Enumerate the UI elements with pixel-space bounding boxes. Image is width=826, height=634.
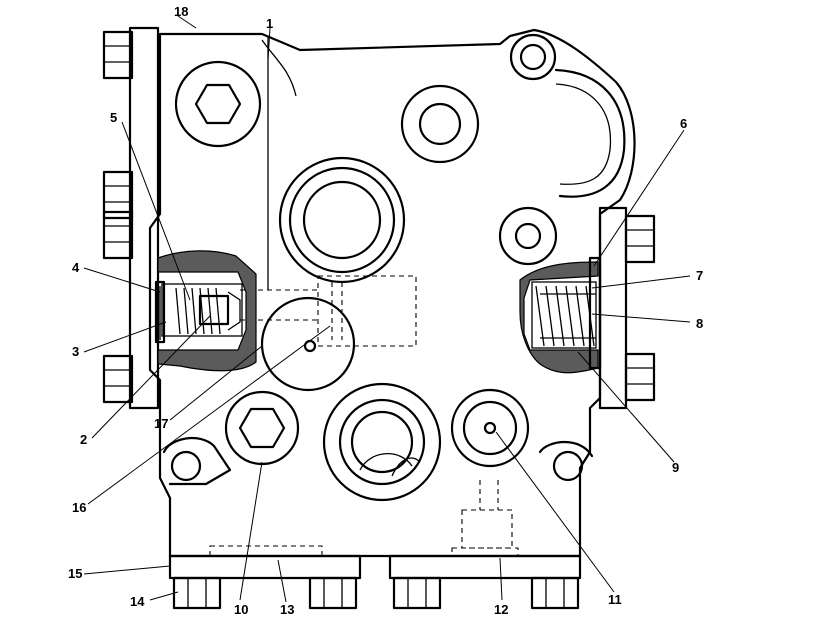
lifting-ear xyxy=(509,33,626,198)
callout-16: 16 xyxy=(72,500,86,515)
hex-plug-top xyxy=(174,60,262,148)
callout-labels: 18 1 5 4 3 2 17 16 6 7 8 9 10 11 12 13 1… xyxy=(68,4,703,617)
callout-11: 11 xyxy=(608,592,622,607)
callout-3: 3 xyxy=(72,344,79,359)
right-boss-hole xyxy=(498,206,558,266)
round-port-top xyxy=(400,84,480,164)
bottom-flange-plates xyxy=(168,554,582,580)
callout-4: 4 xyxy=(72,260,80,275)
lower-mount-lugs xyxy=(162,437,594,486)
callout-15: 15 xyxy=(68,566,82,581)
housing-outline xyxy=(148,28,636,558)
housing-wavy-break xyxy=(261,39,297,97)
left-flange-plate xyxy=(128,26,160,410)
callout-12: 12 xyxy=(494,602,508,617)
callout-5: 5 xyxy=(110,110,117,125)
callout-2: 2 xyxy=(80,432,87,447)
center-port xyxy=(278,156,406,284)
callout-6: 6 xyxy=(680,116,687,131)
callout-14: 14 xyxy=(130,594,145,609)
callout-17: 17 xyxy=(154,416,168,431)
hidden-passages xyxy=(240,275,417,347)
callout-9: 9 xyxy=(672,460,679,475)
lower-large-port xyxy=(322,382,442,502)
right-cutaway-section xyxy=(519,256,602,374)
left-cutaway-section xyxy=(154,250,257,372)
hex-plug-bottom xyxy=(224,390,300,466)
right-bolts xyxy=(624,214,656,402)
left-bolts xyxy=(102,30,134,404)
leader-lines xyxy=(83,15,691,603)
callout-13: 13 xyxy=(280,602,294,617)
bottom-hidden-details xyxy=(209,480,519,557)
bottom-bolts xyxy=(172,576,580,610)
lower-right-port xyxy=(450,388,530,468)
callout-1: 1 xyxy=(266,16,273,31)
callout-8: 8 xyxy=(696,316,703,331)
callout-10: 10 xyxy=(234,602,248,617)
callout-18: 18 xyxy=(174,4,188,19)
callout-7: 7 xyxy=(696,268,703,283)
spool-circle xyxy=(260,296,356,392)
